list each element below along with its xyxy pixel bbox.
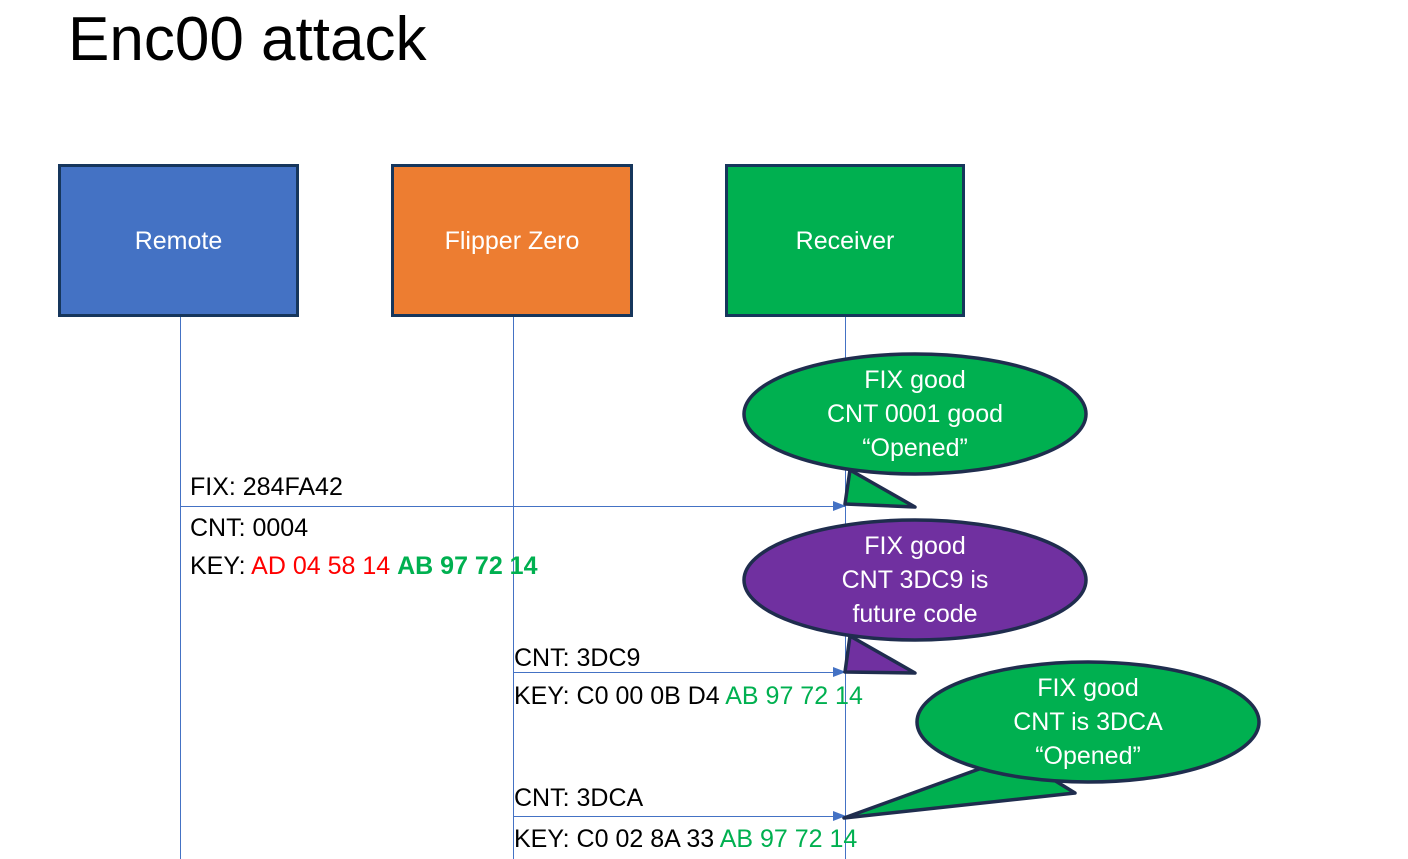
callout-bubble-receiver-response-2[interactable]: FIX good CNT 3DC9 is future code [742, 518, 1088, 678]
message-2-key-fixed-bytes: AB 97 72 14 [725, 682, 863, 710]
lifeline-flipper-zero [513, 317, 514, 859]
message-arrow-flipper-to-receiver-1 [513, 667, 846, 677]
message-1-key-fixed-bytes: AB 97 72 14 [397, 552, 538, 580]
message-3-key-fixed-bytes: AB 97 72 14 [719, 825, 858, 853]
message-1-key-line: KEY: AD 04 58 14 AB 97 72 14 [190, 549, 537, 583]
message-1-key-label: KEY: [190, 552, 252, 580]
lifeline-remote [180, 317, 181, 859]
actor-label-flipper-zero: Flipper Zero [444, 226, 580, 255]
message-3-key-line: KEY: C0 02 8A 33 AB 97 72 14 [514, 822, 857, 856]
message-3-key-label: KEY: C0 02 8A 33 [514, 825, 720, 853]
actor-box-flipper-zero[interactable]: Flipper Zero [391, 164, 633, 317]
message-arrow-flipper-to-receiver-2 [513, 811, 846, 821]
message-1-cnt-line: CNT: 0004 [190, 514, 309, 542]
actor-label-remote: Remote [134, 226, 223, 255]
message-1-key-rolling-bytes: AD 04 58 14 [251, 552, 398, 580]
callout-bubble-receiver-response-1[interactable]: FIX good CNT 0001 good “Opened” [742, 352, 1088, 512]
message-2-key-line: KEY: C0 00 0B D4 AB 97 72 14 [514, 679, 863, 713]
actor-box-receiver[interactable]: Receiver [725, 164, 965, 317]
actor-box-remote[interactable]: Remote [58, 164, 299, 317]
page-title: Enc00 attack [68, 5, 427, 74]
message-2-cnt-line: CNT: 3DC9 [514, 644, 641, 672]
callout-bubble-receiver-response-3[interactable]: FIX good CNT is 3DCA “Opened” [842, 660, 1261, 830]
message-3-cnt-line: CNT: 3DCA [514, 784, 644, 812]
actor-label-receiver: Receiver [795, 226, 895, 255]
message-arrow-remote-to-receiver [180, 501, 846, 511]
message-1-fix-line: FIX: 284FA42 [190, 473, 343, 501]
message-2-key-label: KEY: C0 00 0B D4 [514, 682, 726, 710]
